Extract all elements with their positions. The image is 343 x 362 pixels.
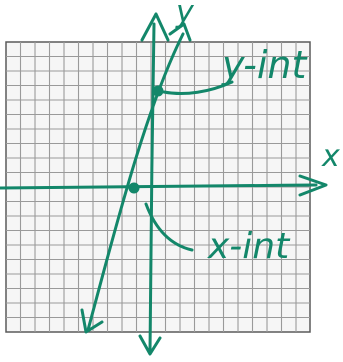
x-axis-label: x [321,139,340,174]
y-intercept-label: y-int [221,43,308,87]
x-axis-arrowhead [298,174,328,197]
plotted-line [80,22,192,334]
x-intercept-label: x-int [207,226,291,267]
line-lower-arrowhead [80,308,104,334]
y-intercept-pointer [162,80,234,96]
y-axis [138,12,170,356]
y-axis-top-arrowhead [140,12,170,42]
y-axis-bottom-arrowhead [138,334,162,356]
x-intercept-pointer [144,202,194,252]
line-upper-arrowhead [168,22,192,42]
y-axis-label: y [175,0,195,30]
y-intercept-point [152,85,164,97]
x-axis [0,174,328,197]
x-intercept-point [128,182,140,194]
